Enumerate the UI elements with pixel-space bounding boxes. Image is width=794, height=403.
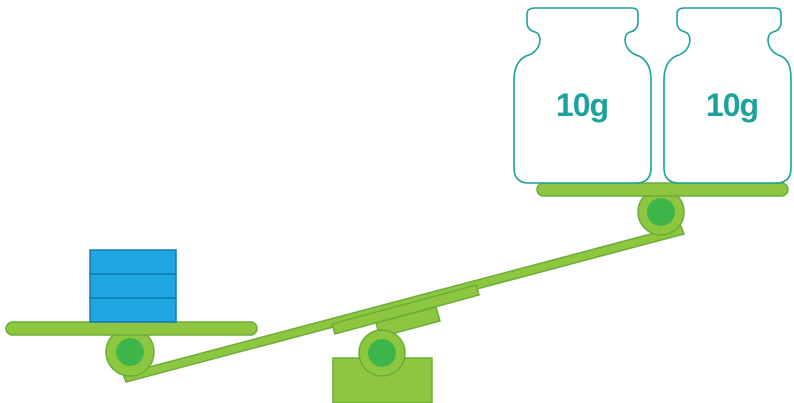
weight-2: 10g bbox=[664, 8, 791, 183]
weight-label: 10g bbox=[556, 87, 608, 123]
block-stack bbox=[90, 250, 176, 322]
block-layer bbox=[90, 274, 176, 298]
center-pivot bbox=[359, 330, 405, 376]
weight-label: 10g bbox=[706, 87, 758, 123]
weight-1: 10g bbox=[514, 8, 651, 183]
block-layer bbox=[90, 298, 176, 322]
left-pan bbox=[6, 322, 257, 335]
right-pan bbox=[537, 183, 788, 196]
block-layer bbox=[90, 250, 176, 274]
